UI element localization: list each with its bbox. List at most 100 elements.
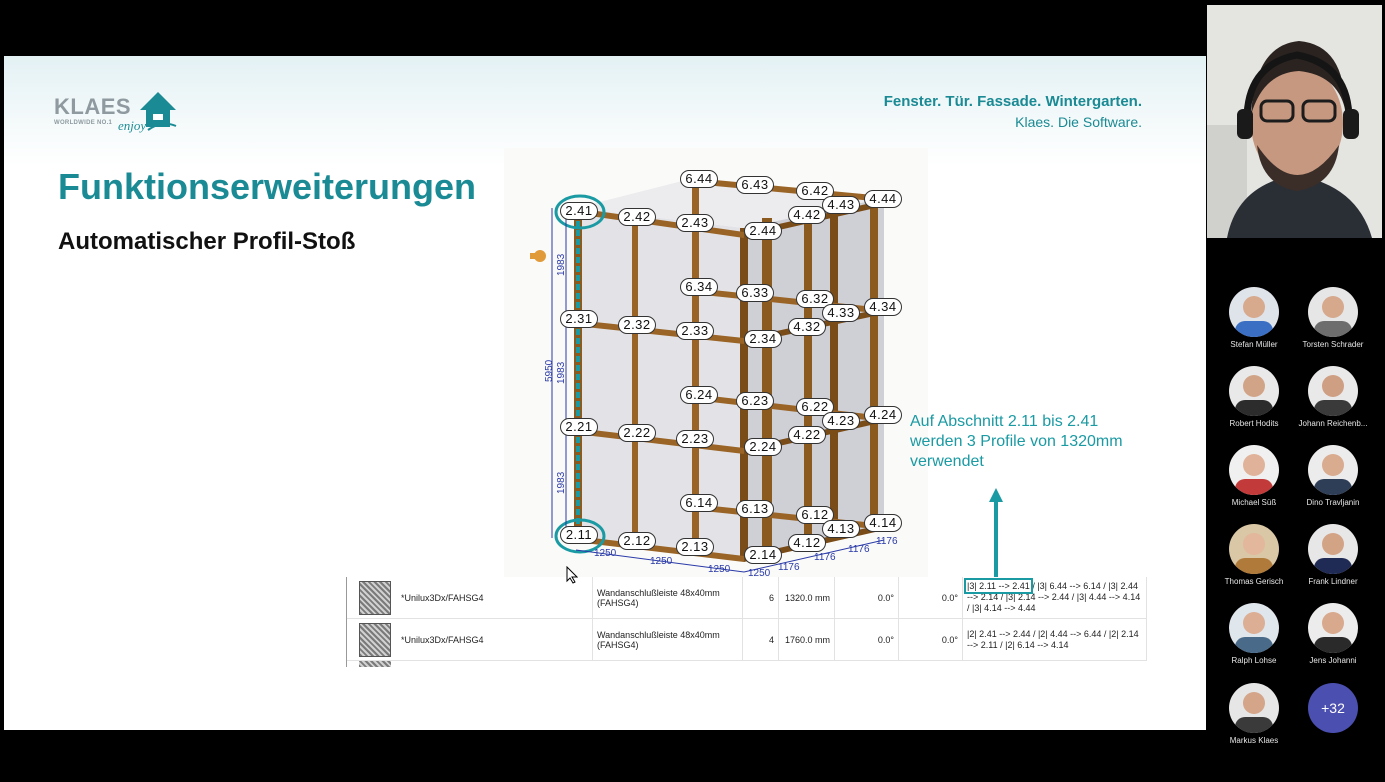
sections-cell: |3| 2.11 --> 2.41 / |3| 6.44 --> 6.14 / … xyxy=(963,577,1147,619)
highlighted-section: |3| 2.11 --> 2.41 xyxy=(964,578,1033,594)
participant-name: Torsten Schrader xyxy=(1302,340,1364,349)
section-label: 2.32 xyxy=(618,316,656,334)
dimension-label: 1250 xyxy=(708,564,731,575)
dimension-label: 1176 xyxy=(876,536,898,547)
section-label: 6.24 xyxy=(680,386,718,404)
tagline-company: Klaes. Die Software. xyxy=(1015,114,1142,130)
section-label: 2.11 xyxy=(560,526,598,544)
participant-tile[interactable]: Jens Johanni xyxy=(1293,603,1373,665)
table-row[interactable]: *Unilux3Dx/FAHSG4 Wandanschlußleiste 48x… xyxy=(347,577,1147,619)
quantity-cell: 4 xyxy=(743,619,779,661)
section-label: 6.14 xyxy=(680,494,718,512)
participant-name: Ralph Lohse xyxy=(1231,656,1277,665)
dimension-label: 1250 xyxy=(748,568,771,579)
participant-tile[interactable]: Ralph Lohse xyxy=(1214,603,1294,665)
participant-name: Johann Reichenb... xyxy=(1298,419,1368,428)
table-row[interactable]: *Unilux3Dx/FAHSG4 Wandanschlußleiste 48x… xyxy=(347,619,1147,661)
section-label: 4.24 xyxy=(864,406,902,424)
avatar xyxy=(1229,603,1279,653)
klaes-logo: KLAES WORLDWIDE NO.1 enjoy xyxy=(54,88,184,144)
avatar xyxy=(1308,524,1358,574)
participant-tile[interactable]: Michael Süß xyxy=(1214,445,1294,507)
shared-slide: KLAES WORLDWIDE NO.1 enjoy Fenster. Tür.… xyxy=(4,56,1206,730)
section-label: 6.33 xyxy=(736,284,774,302)
section-label: 2.21 xyxy=(560,418,598,436)
dimension-label: 1983 xyxy=(556,253,567,276)
presenter-avatar xyxy=(1207,5,1382,238)
section-label: 2.13 xyxy=(676,538,714,556)
section-label: 2.44 xyxy=(744,222,782,240)
dimension-label: 1176 xyxy=(848,544,870,555)
angle-cell: 0.0° xyxy=(899,619,963,661)
slide-subtitle: Automatischer Profil-Stoß xyxy=(58,228,356,255)
section-label: 4.22 xyxy=(788,426,826,444)
section-label: 4.32 xyxy=(788,318,826,336)
participant-tile[interactable]: Thomas Gerisch xyxy=(1214,524,1294,586)
section-label: 2.12 xyxy=(618,532,656,550)
participant-tile[interactable]: Robert Hodits xyxy=(1214,366,1294,428)
description-cell: Wandanschlußleiste 48x40mm (FAHSG4) xyxy=(593,619,743,661)
slide-header-band xyxy=(4,56,1206,166)
section-label: 6.23 xyxy=(736,392,774,410)
section-label: 4.13 xyxy=(822,520,860,538)
callout-text: Auf Abschnitt 2.11 bis 2.41 werden 3 Pro… xyxy=(910,413,1123,470)
construction-drawing: 6.44 6.43 6.42 4.44 2.41 2.42 2.43 2.44 … xyxy=(504,148,928,580)
sections-text: / |3| 6.44 --> 6.14 / |3| 2.44 --> 2.14 … xyxy=(967,581,1141,613)
section-label: 2.41 xyxy=(560,202,598,220)
house-icon xyxy=(140,92,177,131)
avatar xyxy=(1308,366,1358,416)
avatar xyxy=(1229,524,1279,574)
presenter-video[interactable] xyxy=(1207,5,1382,238)
slide-title: Funktionserweiterungen xyxy=(58,166,477,207)
sections-cell: |2| 2.41 --> 2.44 / |2| 4.44 --> 6.44 / … xyxy=(963,619,1147,661)
participant-tile[interactable]: Johann Reichenb... xyxy=(1293,366,1373,428)
participant-name: Michael Süß xyxy=(1231,498,1277,507)
avatar xyxy=(1308,445,1358,495)
quantity-cell: 6 xyxy=(743,577,779,619)
section-label: 4.44 xyxy=(864,190,902,208)
section-label: 6.42 xyxy=(796,182,834,200)
section-label: 4.43 xyxy=(822,196,860,214)
profile-thumbnail xyxy=(359,581,391,615)
length-cell: 1760.0 mm xyxy=(779,619,835,661)
dimension-label: 1176 xyxy=(814,552,836,563)
participant-tile[interactable]: Stefan Müller xyxy=(1214,287,1294,349)
section-label: 4.12 xyxy=(788,534,826,552)
participant-tile[interactable]: Markus Klaes xyxy=(1214,683,1294,745)
avatar xyxy=(1308,287,1358,337)
dimension-label: 1983 xyxy=(556,361,567,384)
mouse-pointer-icon xyxy=(566,566,578,584)
profile-table: *Unilux3Dx/FAHSG4 Wandanschlußleiste 48x… xyxy=(346,577,1147,667)
arrow-up-icon xyxy=(989,488,1003,584)
dimension-label: 1250 xyxy=(650,556,673,567)
dimension-label: 5950 xyxy=(544,359,555,382)
section-label: 6.44 xyxy=(680,170,718,188)
dimension-label: 1250 xyxy=(594,548,617,559)
avatar xyxy=(1229,366,1279,416)
participant-tile[interactable]: Torsten Schrader xyxy=(1293,287,1373,349)
section-label: 2.23 xyxy=(676,430,714,448)
participant-tile[interactable]: Frank Lindner xyxy=(1293,524,1373,586)
participant-name: Dino Travljanin xyxy=(1306,498,1360,507)
section-label: 2.34 xyxy=(744,330,782,348)
avatar xyxy=(1229,683,1279,733)
avatar xyxy=(1229,287,1279,337)
section-label: 2.24 xyxy=(744,438,782,456)
avatar xyxy=(1229,445,1279,495)
participant-tile[interactable]: Dino Travljanin xyxy=(1293,445,1373,507)
article-cell: *Unilux3Dx/FAHSG4 xyxy=(397,619,593,661)
dimension-label: 1983 xyxy=(556,471,567,494)
section-label: 6.34 xyxy=(680,278,718,296)
profile-thumbnail xyxy=(359,623,391,657)
angle-cell: 0.0° xyxy=(835,619,899,661)
logo-sub: WORLDWIDE NO.1 xyxy=(54,120,113,126)
more-participants-button[interactable]: +32 xyxy=(1308,683,1358,733)
logo-enjoy: enjoy xyxy=(118,118,147,133)
participant-name: Stefan Müller xyxy=(1230,340,1278,349)
angle-cell: 0.0° xyxy=(835,577,899,619)
section-label: 6.32 xyxy=(796,290,834,308)
section-label: 4.33 xyxy=(822,304,860,322)
section-label: 2.14 xyxy=(744,546,782,564)
section-label: 4.14 xyxy=(864,514,902,532)
avatar xyxy=(1308,603,1358,653)
